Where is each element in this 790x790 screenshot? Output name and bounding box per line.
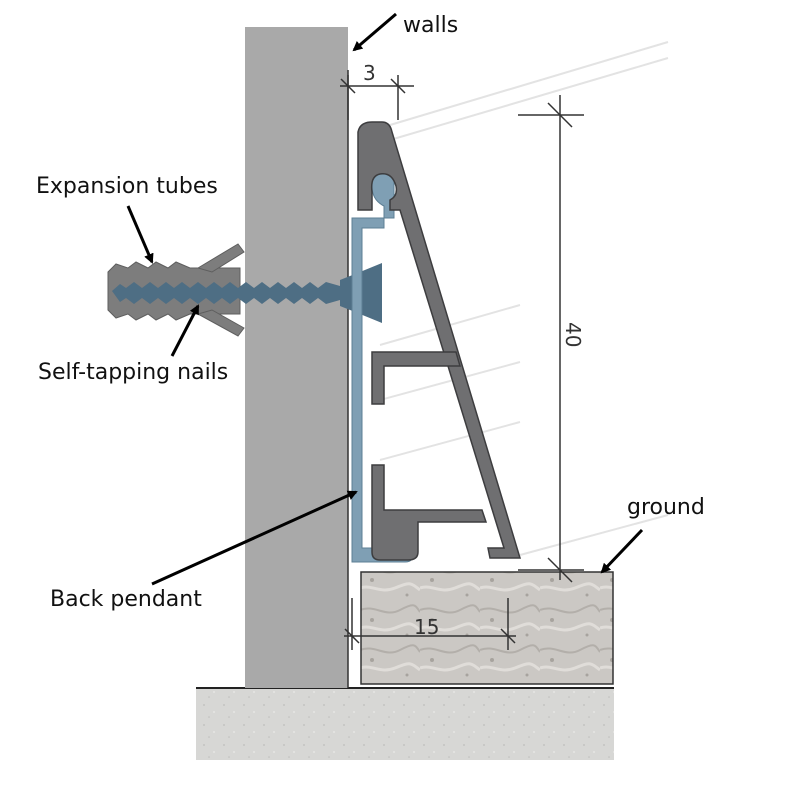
label-back-pendant: Back pendant bbox=[50, 587, 202, 612]
dimension-gap bbox=[340, 75, 414, 120]
label-expansion-tubes: Expansion tubes bbox=[36, 174, 218, 199]
wall bbox=[245, 27, 348, 688]
dimension-depth bbox=[344, 598, 516, 650]
leader-arrows bbox=[126, 12, 644, 586]
ground-tile bbox=[360, 571, 614, 685]
self-tapping-nails-arrow bbox=[170, 304, 200, 357]
dimension-gap-label: 3 bbox=[363, 61, 376, 85]
label-self-tapping-nails: Self-tapping nails bbox=[38, 360, 229, 385]
perspective-lines bbox=[379, 41, 669, 556]
skirting-profile bbox=[357, 121, 522, 561]
dimension-height bbox=[518, 95, 584, 583]
back-pendant-arrow bbox=[151, 490, 358, 586]
walls-arrow bbox=[352, 12, 397, 52]
label-walls: walls bbox=[403, 13, 459, 38]
dimension-height-label: 40 bbox=[561, 322, 585, 347]
dimension-depth-label: 15 bbox=[414, 615, 439, 639]
concrete-floor bbox=[196, 688, 614, 760]
expansion-tubes-arrow bbox=[126, 205, 154, 264]
ground-arrow bbox=[600, 528, 644, 574]
label-ground: ground bbox=[627, 495, 705, 520]
